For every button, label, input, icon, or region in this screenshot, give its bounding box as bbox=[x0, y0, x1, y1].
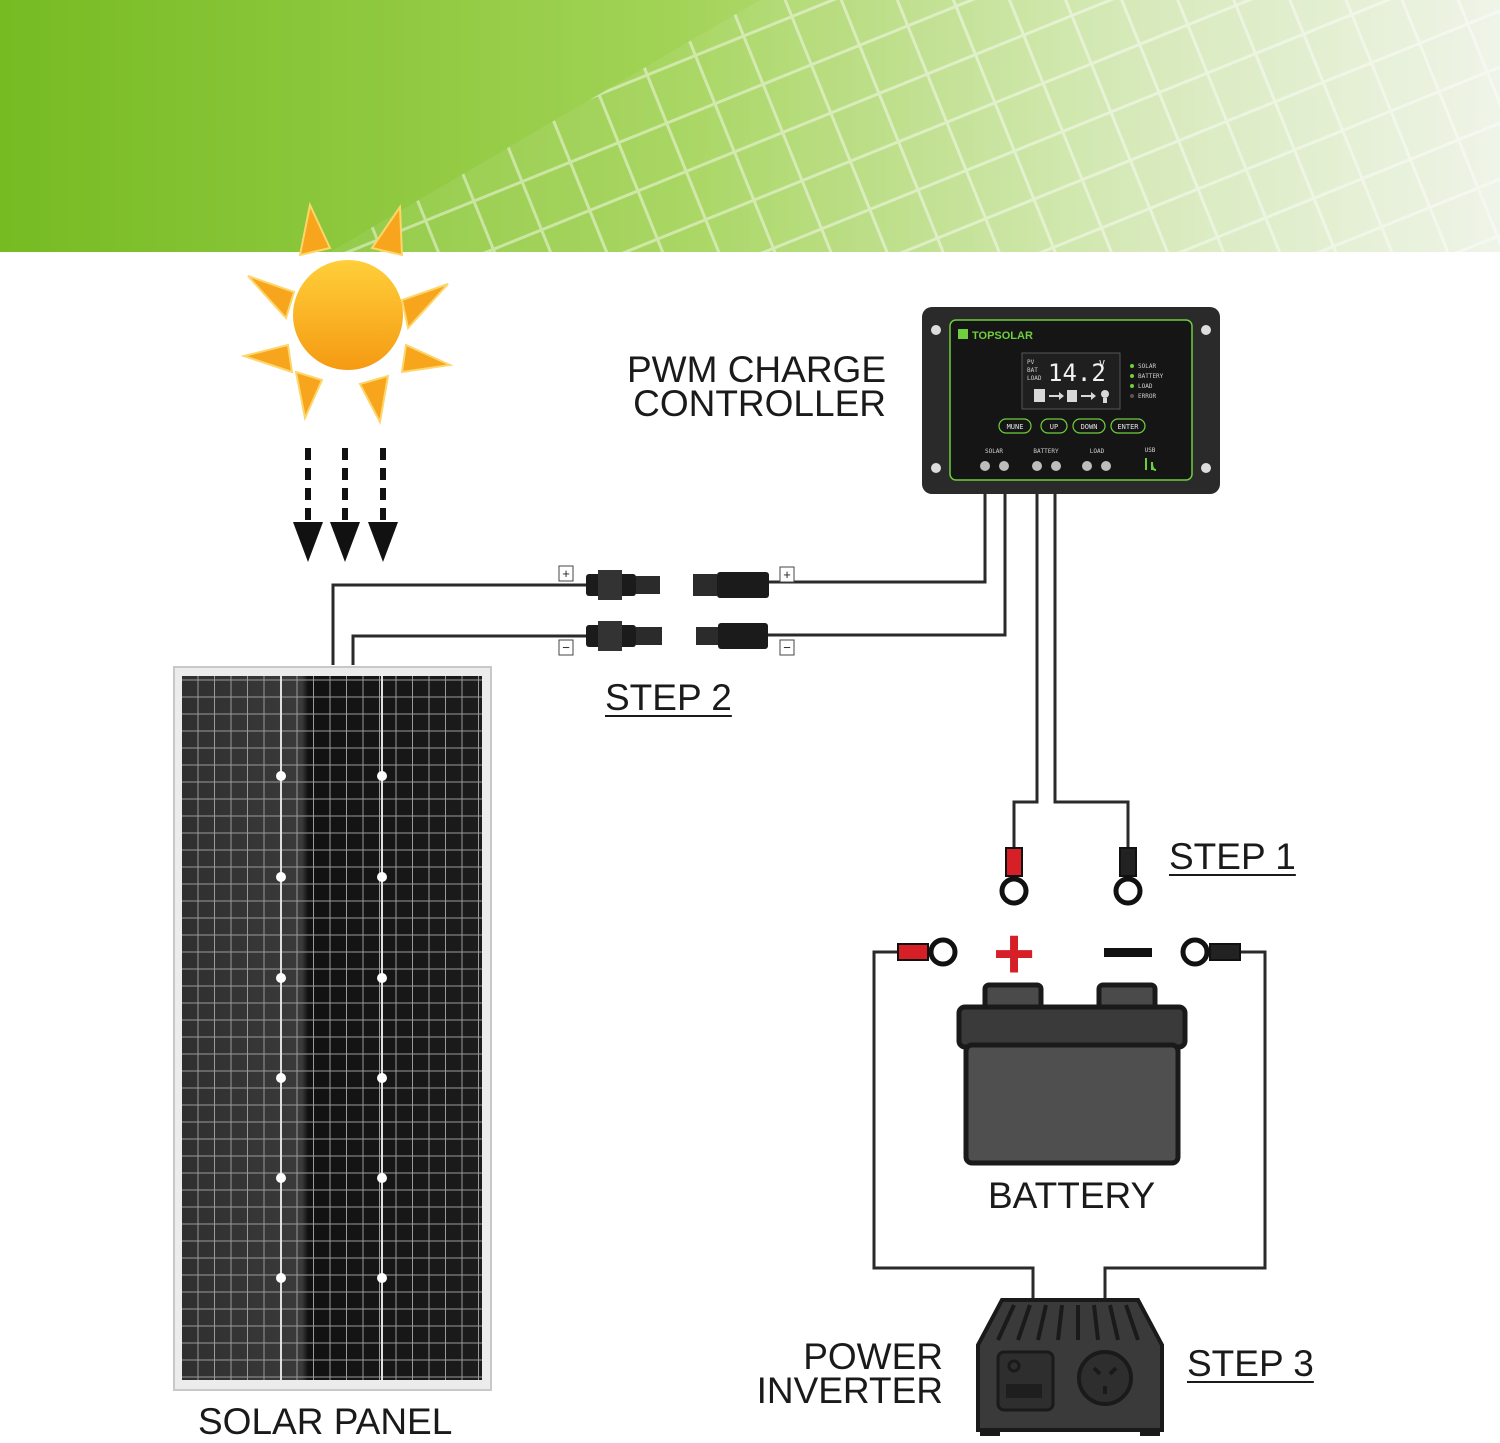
indicator-error: ERROR bbox=[1138, 393, 1156, 400]
charge-controller: TOPSOLAR PV BAT LOAD 14.2 V SOLAR BATTER… bbox=[922, 307, 1220, 494]
indicator-solar: SOLAR bbox=[1138, 363, 1156, 370]
battery-minus-sign bbox=[1104, 948, 1152, 957]
terminal-label-solar: SOLAR bbox=[985, 448, 1003, 455]
step-2-label: STEP 2 bbox=[605, 677, 732, 718]
wires bbox=[331, 492, 1267, 1300]
connector-minus-sign-left: − bbox=[562, 640, 570, 655]
mune-button[interactable] bbox=[998, 418, 1032, 434]
sunlight-arrows bbox=[293, 448, 398, 562]
battery-icon bbox=[956, 982, 1188, 1166]
connector-minus-sign-right: − bbox=[783, 640, 791, 655]
down-button-label: DOWN bbox=[1081, 423, 1098, 431]
controller-title-line2: CONTROLLER bbox=[633, 383, 886, 424]
down-button[interactable] bbox=[1072, 418, 1106, 434]
inverter-icon bbox=[976, 1298, 1164, 1436]
connector-plus-sign-right: + bbox=[783, 567, 791, 582]
mune-button-label: MUNE bbox=[1007, 423, 1024, 431]
step-1-label: STEP 1 bbox=[1169, 836, 1296, 877]
solar-panel-label: SOLAR PANEL bbox=[198, 1401, 453, 1442]
connector-sign-boxes bbox=[558, 565, 795, 656]
enter-button-label: ENTER bbox=[1117, 423, 1139, 431]
mc4-connector-female-positive bbox=[693, 572, 769, 598]
lcd-unit: V bbox=[1099, 359, 1105, 370]
up-button-label: UP bbox=[1050, 423, 1058, 431]
ring-terminal-inverter-negative bbox=[1180, 937, 1241, 967]
solar-panel bbox=[173, 666, 492, 1391]
inverter-title-line2: INVERTER bbox=[756, 1370, 943, 1411]
ring-terminal-negative bbox=[1113, 847, 1143, 906]
mc4-connector-male-positive bbox=[586, 570, 660, 600]
ring-terminal-positive bbox=[999, 847, 1029, 906]
mc4-connector-female-negative bbox=[696, 623, 768, 649]
step-3-label: STEP 3 bbox=[1187, 1343, 1314, 1384]
controller-buttons bbox=[998, 418, 1146, 434]
lcd-voltage: 14.2 bbox=[1048, 359, 1106, 387]
usb-icon bbox=[1145, 458, 1157, 471]
enter-button[interactable] bbox=[1110, 418, 1146, 434]
controller-indicators: SOLAR BATTERY LOAD ERROR bbox=[1130, 363, 1164, 400]
connector-plus-sign-left: + bbox=[562, 566, 570, 581]
ring-terminal-inverter-positive bbox=[897, 937, 958, 967]
battery-label: BATTERY bbox=[988, 1175, 1156, 1216]
mc4-connector-male-negative bbox=[586, 621, 662, 651]
panel-diamond-markers bbox=[276, 771, 387, 1283]
controller-title-line1: PWM CHARGE bbox=[627, 349, 886, 390]
controller-brand: TOPSOLAR bbox=[972, 330, 1033, 342]
battery-plus-sign: + bbox=[993, 914, 1035, 994]
controller-terminals bbox=[980, 461, 1111, 471]
indicator-load: LOAD bbox=[1138, 383, 1153, 390]
lcd-label-load: LOAD bbox=[1027, 375, 1042, 382]
indicator-battery: BATTERY bbox=[1138, 373, 1164, 380]
lcd-label-bat: BAT bbox=[1027, 367, 1038, 374]
terminal-label-usb: USB bbox=[1145, 447, 1156, 454]
up-button[interactable] bbox=[1040, 418, 1068, 434]
sun-icon bbox=[240, 201, 454, 426]
lcd-flow-icons bbox=[1034, 389, 1109, 403]
terminal-label-battery: BATTERY bbox=[1033, 448, 1059, 455]
inverter-title-line1: POWER bbox=[803, 1336, 943, 1377]
top-banner bbox=[0, 0, 1500, 252]
lcd-label-pv: PV bbox=[1027, 359, 1035, 366]
terminal-label-load: LOAD bbox=[1090, 448, 1105, 455]
